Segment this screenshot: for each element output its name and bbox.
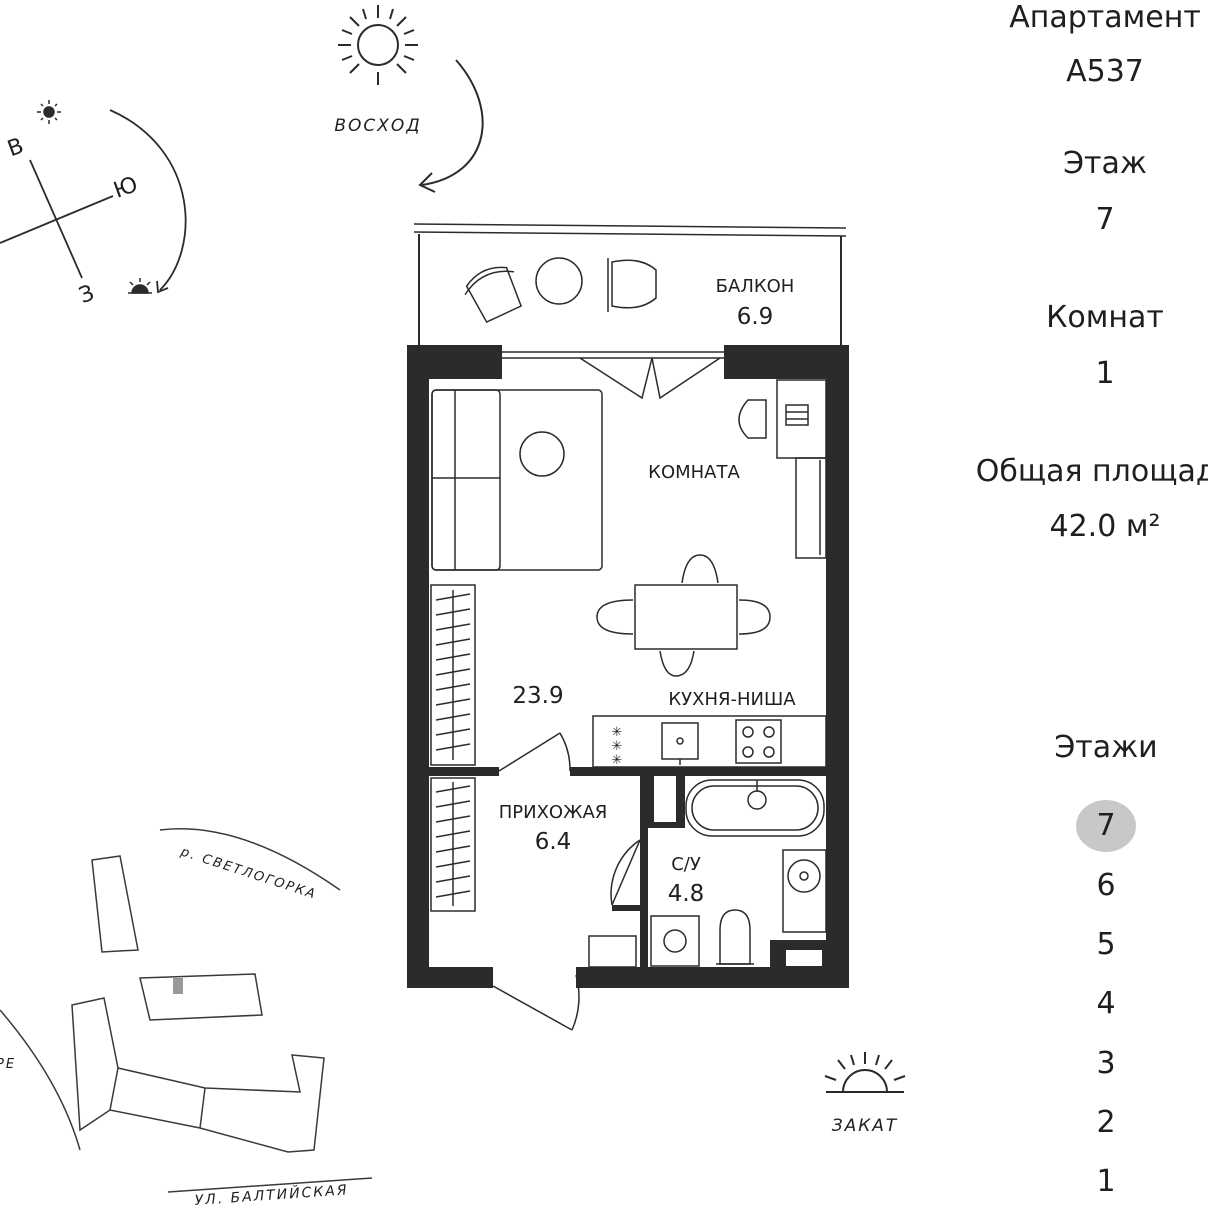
walls	[407, 345, 849, 988]
floor-option-1[interactable]: 1	[1096, 1164, 1116, 1199]
room-area: 23.9	[512, 683, 563, 709]
sunset-label: ЗАКАТ	[832, 1116, 899, 1136]
coffee-table	[519, 431, 565, 477]
floor-value: 7	[1095, 202, 1115, 237]
small-sun-icon	[37, 100, 61, 124]
floor-option-5[interactable]: 5	[1096, 927, 1116, 962]
apartment-label: Апартамент	[1009, 0, 1201, 35]
rooms-label: Комнат	[1046, 300, 1164, 335]
balcony-label: БАЛКОН	[716, 276, 795, 297]
area-label: Общая площадь	[975, 454, 1208, 489]
svg-text:✳: ✳	[612, 753, 623, 768]
sunrise-sun-icon	[338, 5, 418, 85]
compass-letter-z: З	[76, 281, 98, 309]
small-sunset-icon	[128, 278, 152, 294]
dining-table	[596, 554, 771, 677]
rooms-value: 1	[1095, 356, 1115, 391]
compass	[0, 109, 187, 294]
svg-text:✳: ✳	[612, 739, 623, 754]
floor-option-7[interactable]: 7	[1076, 800, 1136, 852]
hall-area: 6.4	[535, 829, 572, 855]
compass-letter-v: В	[4, 134, 27, 163]
floor-option-3[interactable]: 3	[1096, 1046, 1116, 1081]
room-label: КОМНАТА	[648, 462, 740, 483]
hall-label: ПРИХОЖАЯ	[499, 802, 608, 823]
svg-text:✳: ✳	[612, 725, 623, 740]
floor-label: Этаж	[1063, 146, 1147, 181]
apartment-number: А537	[1066, 54, 1144, 89]
kitchen-label: КУХНЯ-НИША	[668, 689, 796, 710]
sunrise-arrow	[421, 59, 484, 186]
floor-option-2[interactable]: 2	[1096, 1105, 1116, 1140]
window	[502, 351, 724, 400]
floors-title: Этажи	[1054, 730, 1158, 765]
balcony	[413, 223, 847, 345]
doors	[492, 732, 641, 1031]
compass-letter-yu: Ю	[110, 172, 141, 204]
wardrobe-hall	[430, 777, 476, 912]
balcony-chair-right	[607, 258, 657, 312]
site-map	[0, 828, 373, 1193]
sofa	[431, 389, 603, 571]
kitchen-counter: ✳ ✳ ✳	[592, 715, 827, 768]
desk-chair	[738, 399, 767, 439]
area-value: 42.0 м²	[1049, 509, 1161, 544]
balcony-area: 6.9	[737, 304, 774, 330]
bathroom-fixtures	[588, 779, 827, 968]
balcony-table	[535, 257, 583, 305]
river-label: р. СВЕТЛОГОРКА	[178, 844, 319, 902]
floor-option-4[interactable]: 4	[1096, 986, 1116, 1021]
sunrise-arrow-head	[418, 172, 436, 193]
desk	[776, 379, 827, 559]
bath-label: С/У	[671, 854, 701, 875]
wardrobe-room	[430, 584, 476, 766]
sunset-sun-icon	[824, 1052, 906, 1093]
floor-option-6[interactable]: 6	[1096, 868, 1116, 903]
sunrise-label: ВОСХОД	[334, 116, 421, 136]
map-edge-label: РЕ	[0, 1057, 16, 1072]
bath-area: 4.8	[668, 881, 705, 907]
balcony-chair-left	[464, 266, 523, 324]
